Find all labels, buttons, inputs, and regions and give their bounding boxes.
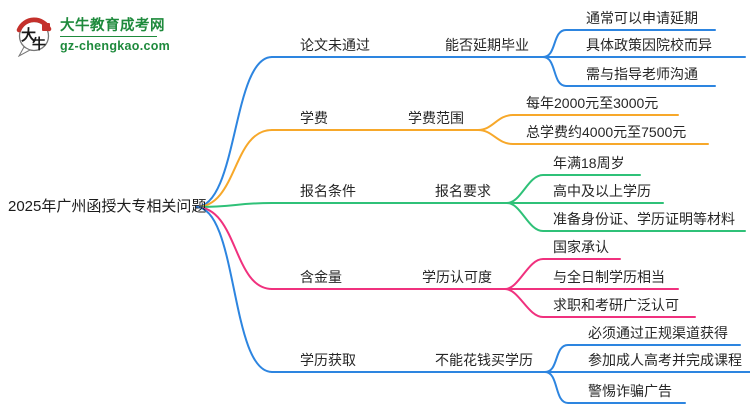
branch-1-leaf-1-line — [542, 29, 716, 58]
branch-2-leaf-2[interactable]: 总学费约4000元至7500元 — [526, 124, 687, 140]
branch-1-leaf-3-line — [542, 56, 716, 87]
logo-char-da: 大 — [21, 26, 36, 44]
branch-5-sub-label[interactable]: 不能花钱买学历 — [435, 352, 533, 368]
branch-1-sub-label[interactable]: 能否延期毕业 — [445, 37, 529, 53]
branch-2-links — [195, 114, 709, 208]
branch-5-leaf-2[interactable]: 参加成人高考并完成课程 — [588, 352, 742, 368]
branch-5-root-curve — [195, 206, 273, 373]
branch-3-label[interactable]: 报名条件 — [300, 183, 356, 199]
branch-4-leaf-3[interactable]: 求职和考研广泛认可 — [553, 297, 679, 313]
branch-2-leaf-1[interactable]: 每年2000元至3000元 — [526, 95, 659, 111]
branch-3-root-curve — [195, 202, 273, 208]
branch-2-label[interactable]: 学费 — [300, 110, 328, 126]
branch-5-links — [195, 206, 750, 404]
branch-3-leaf-2[interactable]: 高中及以上学历 — [553, 183, 651, 199]
branch-1-root-curve — [195, 56, 273, 208]
logo-text-block: 大牛教育成考网 gz-chengkao.com — [60, 18, 170, 53]
site-name: 大牛教育成考网 — [60, 17, 165, 34]
branch-2-root-curve — [195, 129, 273, 208]
logo-char-niu: 牛 — [32, 36, 46, 52]
branch-5-leaf-3-line — [544, 371, 686, 404]
branch-4-sub-label[interactable]: 学历认可度 — [422, 269, 492, 285]
daniu-logo-icon: 大 牛 — [16, 17, 52, 57]
branch-3-sub-label[interactable]: 报名要求 — [435, 183, 491, 199]
branch-2-leaf-2-line — [477, 129, 709, 145]
branch-1-leaf-3[interactable]: 需与指导老师沟通 — [586, 66, 698, 82]
branch-5-leaf-1[interactable]: 必须通过正规渠道获得 — [588, 325, 728, 341]
branch-3-leaf-3[interactable]: 准备身份证、学历证明等材料 — [553, 211, 735, 227]
branch-1-leaf-2[interactable]: 具体政策因院校而异 — [586, 37, 712, 53]
branch-4-leaf-1[interactable]: 国家承认 — [553, 239, 609, 255]
branch-1-links — [195, 29, 746, 208]
branch-1-label[interactable]: 论文未通过 — [300, 37, 370, 53]
logo-divider — [60, 35, 157, 37]
branch-3-leaf-1[interactable]: 年满18周岁 — [553, 155, 625, 171]
branch-3-leaf-3-line — [506, 202, 746, 232]
branch-4-leaf-3-line — [504, 288, 696, 318]
branch-3-leaf-1-line — [506, 174, 641, 204]
branch-4-leaf-1-line — [504, 258, 621, 290]
branch-4-root-curve — [195, 206, 273, 290]
root-node[interactable]: 2025年广州函授大专相关问题 — [8, 198, 207, 215]
branch-1-leaf-1[interactable]: 通常可以申请延期 — [586, 10, 698, 26]
branch-2-sub-label[interactable]: 学费范围 — [408, 110, 464, 126]
speech-bubble-tail — [17, 46, 32, 57]
branch-5-leaf-3[interactable]: 警惕诈骗广告 — [588, 383, 672, 399]
branch-4-leaf-2[interactable]: 与全日制学历相当 — [553, 269, 665, 285]
site-url: gz-chengkao.com — [60, 38, 171, 53]
branch-3-links — [195, 174, 746, 232]
branch-4-label[interactable]: 含金量 — [300, 269, 342, 285]
branch-4-links — [195, 206, 696, 318]
branch-5-label[interactable]: 学历获取 — [300, 352, 356, 368]
branch-5-leaf-1-line — [544, 344, 741, 373]
site-logo[interactable]: 大 牛 大牛教育成考网 gz-chengkao.com — [15, 13, 170, 57]
seal-stamp — [42, 23, 50, 31]
